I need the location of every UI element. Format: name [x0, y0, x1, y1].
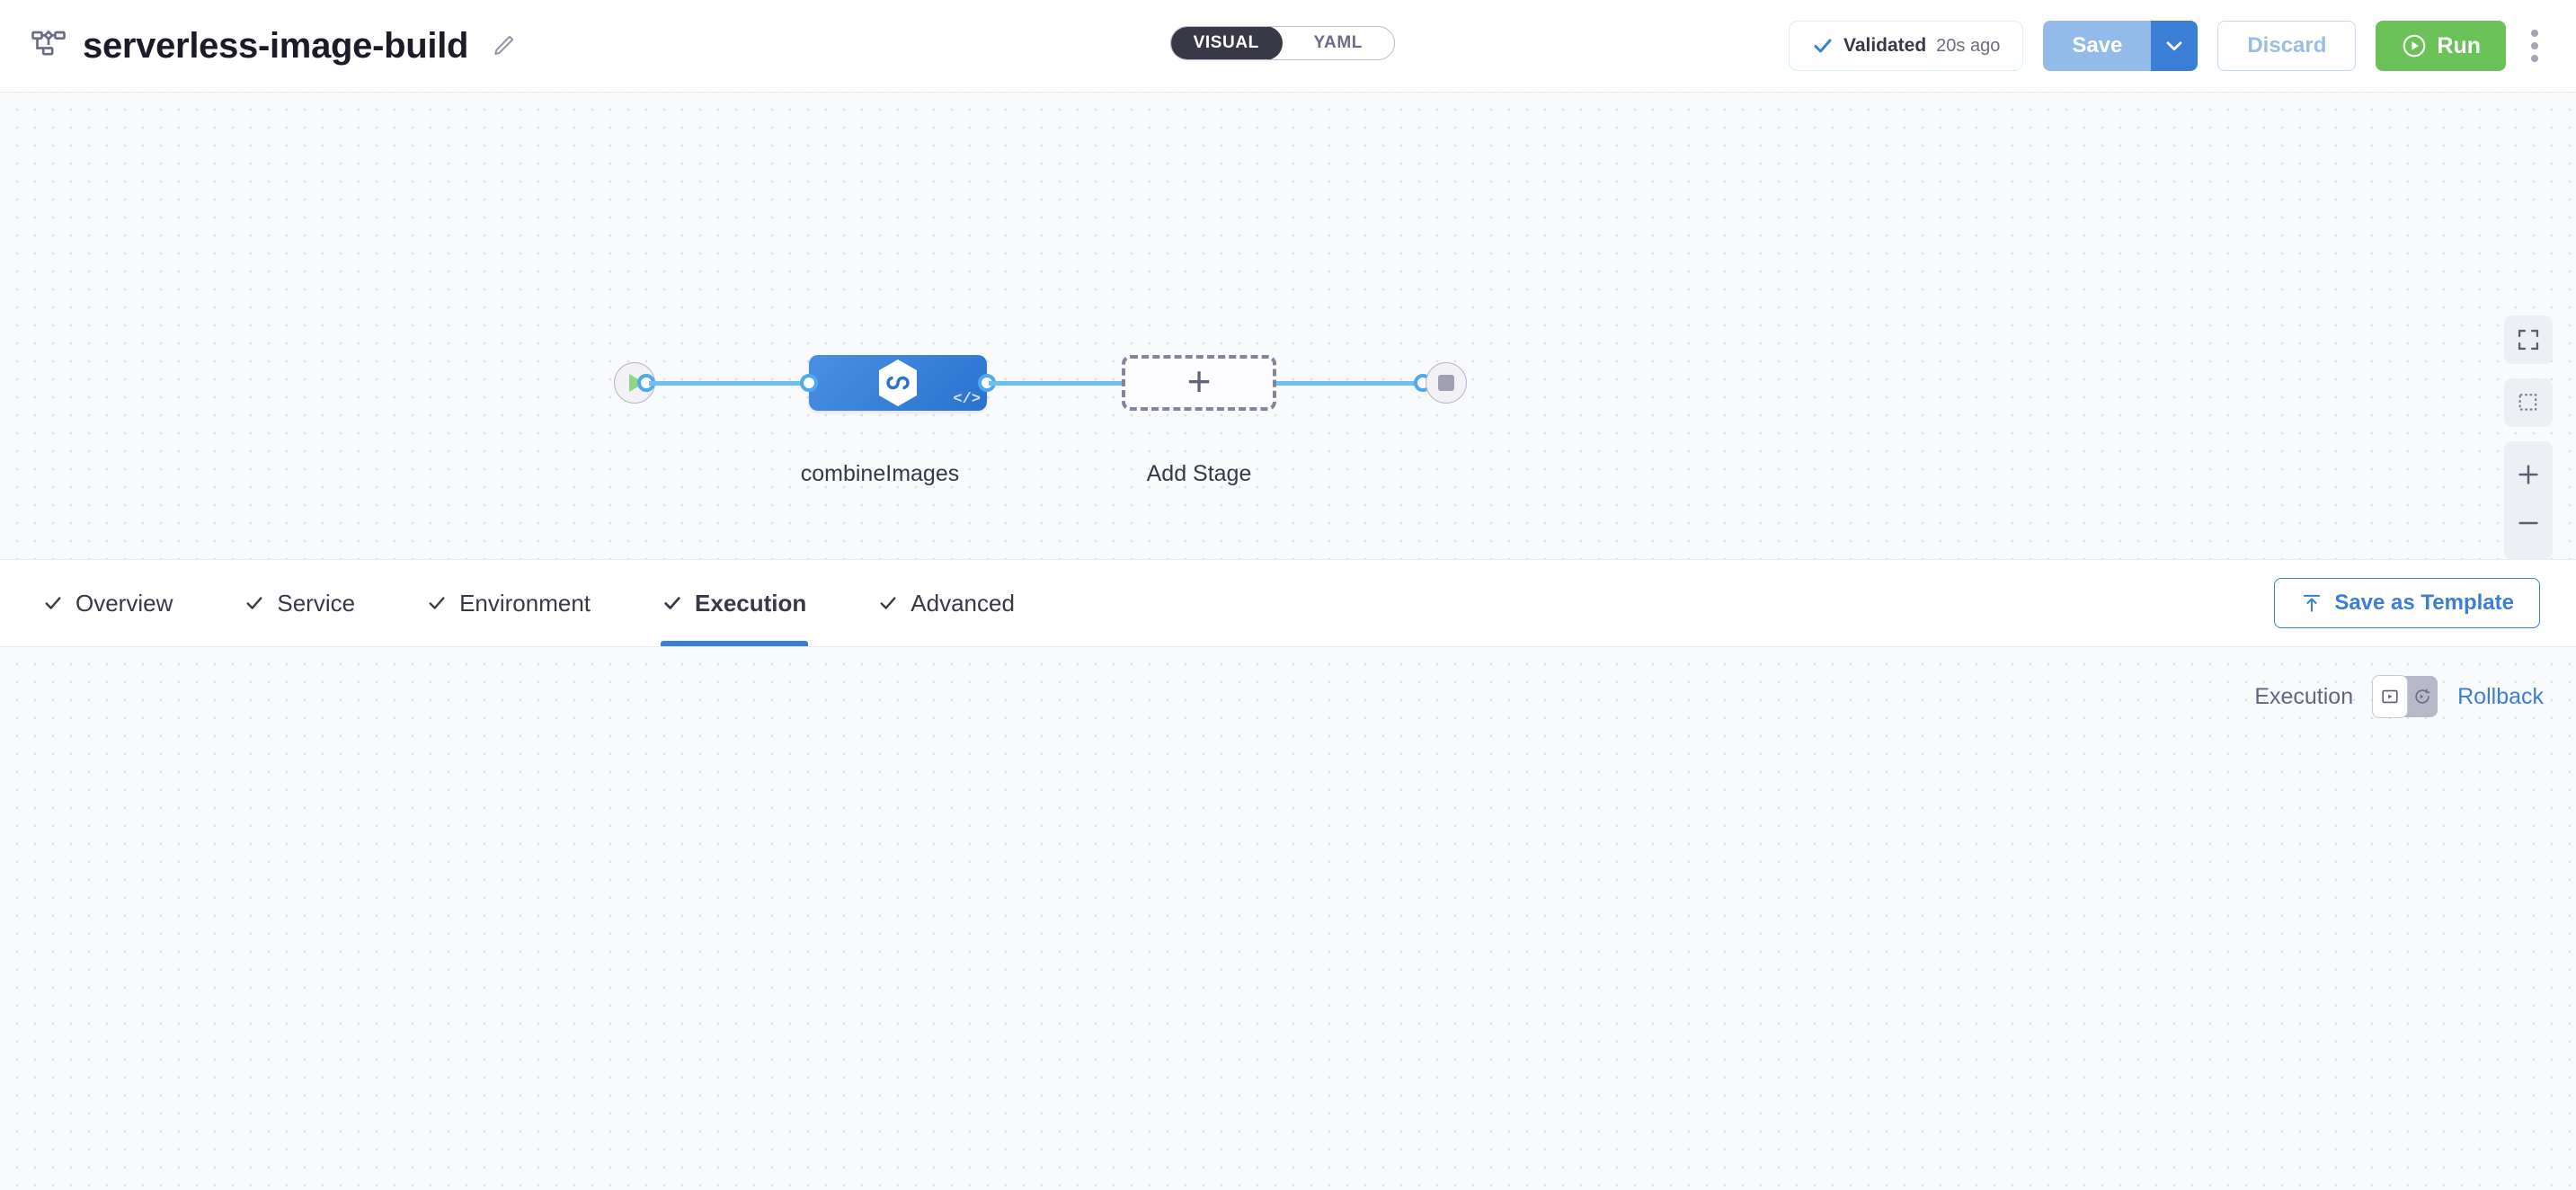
fit-to-screen-icon	[2518, 329, 2539, 351]
selection-box-button[interactable]	[2504, 378, 2553, 427]
canvas-controls	[2504, 315, 2553, 559]
tab-label: Environment	[459, 589, 591, 617]
add-stage-label: Add Stage	[1146, 461, 1252, 486]
fit-to-screen-button[interactable]	[2504, 315, 2553, 364]
rollback-toggle-label[interactable]: Rollback	[2457, 683, 2544, 709]
tab-service[interactable]: Service	[244, 560, 355, 646]
tab-label: Advanced	[910, 589, 1015, 617]
status-badge-label: Validated	[1843, 35, 1927, 56]
status-badge-timestamp: 20s ago	[1936, 35, 2001, 56]
template-upload-icon	[2304, 594, 2321, 612]
app-header: serverless-image-build VISUAL YAML Valid…	[0, 0, 2576, 93]
tab-label: Execution	[695, 589, 807, 617]
toggle-rollback-option[interactable]	[2408, 676, 2438, 717]
stage-tabs-bar: Overview Service Environment Execution A…	[0, 560, 2576, 647]
save-button-group[interactable]: Save	[2043, 21, 2198, 71]
save-dropdown-button[interactable]	[2151, 21, 2198, 71]
tab-overview[interactable]: Overview	[43, 560, 173, 646]
execution-toggle-label: Execution	[2254, 683, 2354, 709]
mode-toggle-yaml[interactable]: YAML	[1313, 33, 1363, 52]
page-title: serverless-image-build	[83, 25, 469, 66]
stage-code-badge: </>	[953, 391, 981, 408]
zoom-out-icon	[2518, 521, 2538, 525]
connector-addstage-to-end	[1276, 381, 1420, 386]
pencil-edit-icon[interactable]	[484, 32, 517, 59]
pipeline-flow-icon	[31, 28, 67, 64]
stage-node-combineimages[interactable]: </>	[809, 355, 987, 411]
execution-canvas[interactable]: Execution Rollback	[0, 647, 2576, 1190]
check-icon	[429, 597, 445, 609]
tab-advanced[interactable]: Advanced	[878, 560, 1015, 646]
stage-node-label: combineImages	[800, 461, 960, 486]
stage-input-port[interactable]	[800, 374, 818, 392]
run-button-label: Run	[2437, 32, 2481, 58]
selection-box-icon	[2518, 394, 2537, 411]
execution-rollback-toggle-row: Execution Rollback	[2254, 675, 2544, 718]
save-as-template-label: Save as Template	[2334, 591, 2514, 615]
add-stage-button[interactable]: +	[1122, 355, 1276, 411]
zoom-in-button[interactable]	[2504, 450, 2553, 499]
mode-toggle[interactable]: VISUAL YAML	[1170, 26, 1395, 60]
tab-environment[interactable]: Environment	[427, 560, 591, 646]
connector-start-to-stage	[649, 381, 820, 386]
rollback-arrow-icon	[2415, 688, 2430, 704]
discard-button[interactable]: Discard	[2217, 21, 2357, 71]
tab-label: Overview	[76, 589, 173, 617]
zoom-controls	[2504, 441, 2553, 559]
run-button[interactable]: Run	[2376, 21, 2506, 71]
kebab-menu-icon[interactable]	[2526, 22, 2544, 69]
play-circle-icon	[2403, 34, 2426, 58]
stage-canvas[interactable]: </> combineImages + Add Stage	[0, 93, 2576, 560]
check-icon	[664, 597, 680, 609]
check-icon	[1812, 35, 1834, 57]
execution-play-box-icon	[2382, 689, 2398, 704]
toggle-execution-option[interactable]	[2372, 675, 2408, 718]
save-button[interactable]: Save	[2043, 21, 2152, 71]
zoom-out-button[interactable]	[2504, 499, 2553, 547]
mode-toggle-visual[interactable]: VISUAL	[1171, 27, 1283, 59]
header-actions: Validated 20s ago Save Discard Run	[1788, 21, 2544, 71]
check-icon	[880, 597, 896, 609]
tab-label: Service	[277, 589, 356, 617]
chevron-down-icon	[2166, 41, 2182, 51]
stage-end-node[interactable]	[1426, 362, 1467, 404]
check-icon	[45, 597, 61, 609]
stop-square-icon	[1438, 375, 1454, 391]
header-left-group: serverless-image-build	[31, 26, 517, 67]
status-badge: Validated 20s ago	[1788, 21, 2024, 71]
zoom-in-icon	[2518, 465, 2538, 484]
harness-ci-hexagon-icon	[879, 360, 917, 406]
save-as-template-button[interactable]: Save as Template	[2274, 578, 2540, 628]
execution-rollback-toggle[interactable]	[2372, 675, 2438, 718]
connector-stage-to-addstage	[989, 381, 1124, 386]
tab-execution[interactable]: Execution	[661, 560, 809, 646]
check-icon	[246, 597, 262, 609]
plus-icon: +	[1186, 358, 1212, 404]
